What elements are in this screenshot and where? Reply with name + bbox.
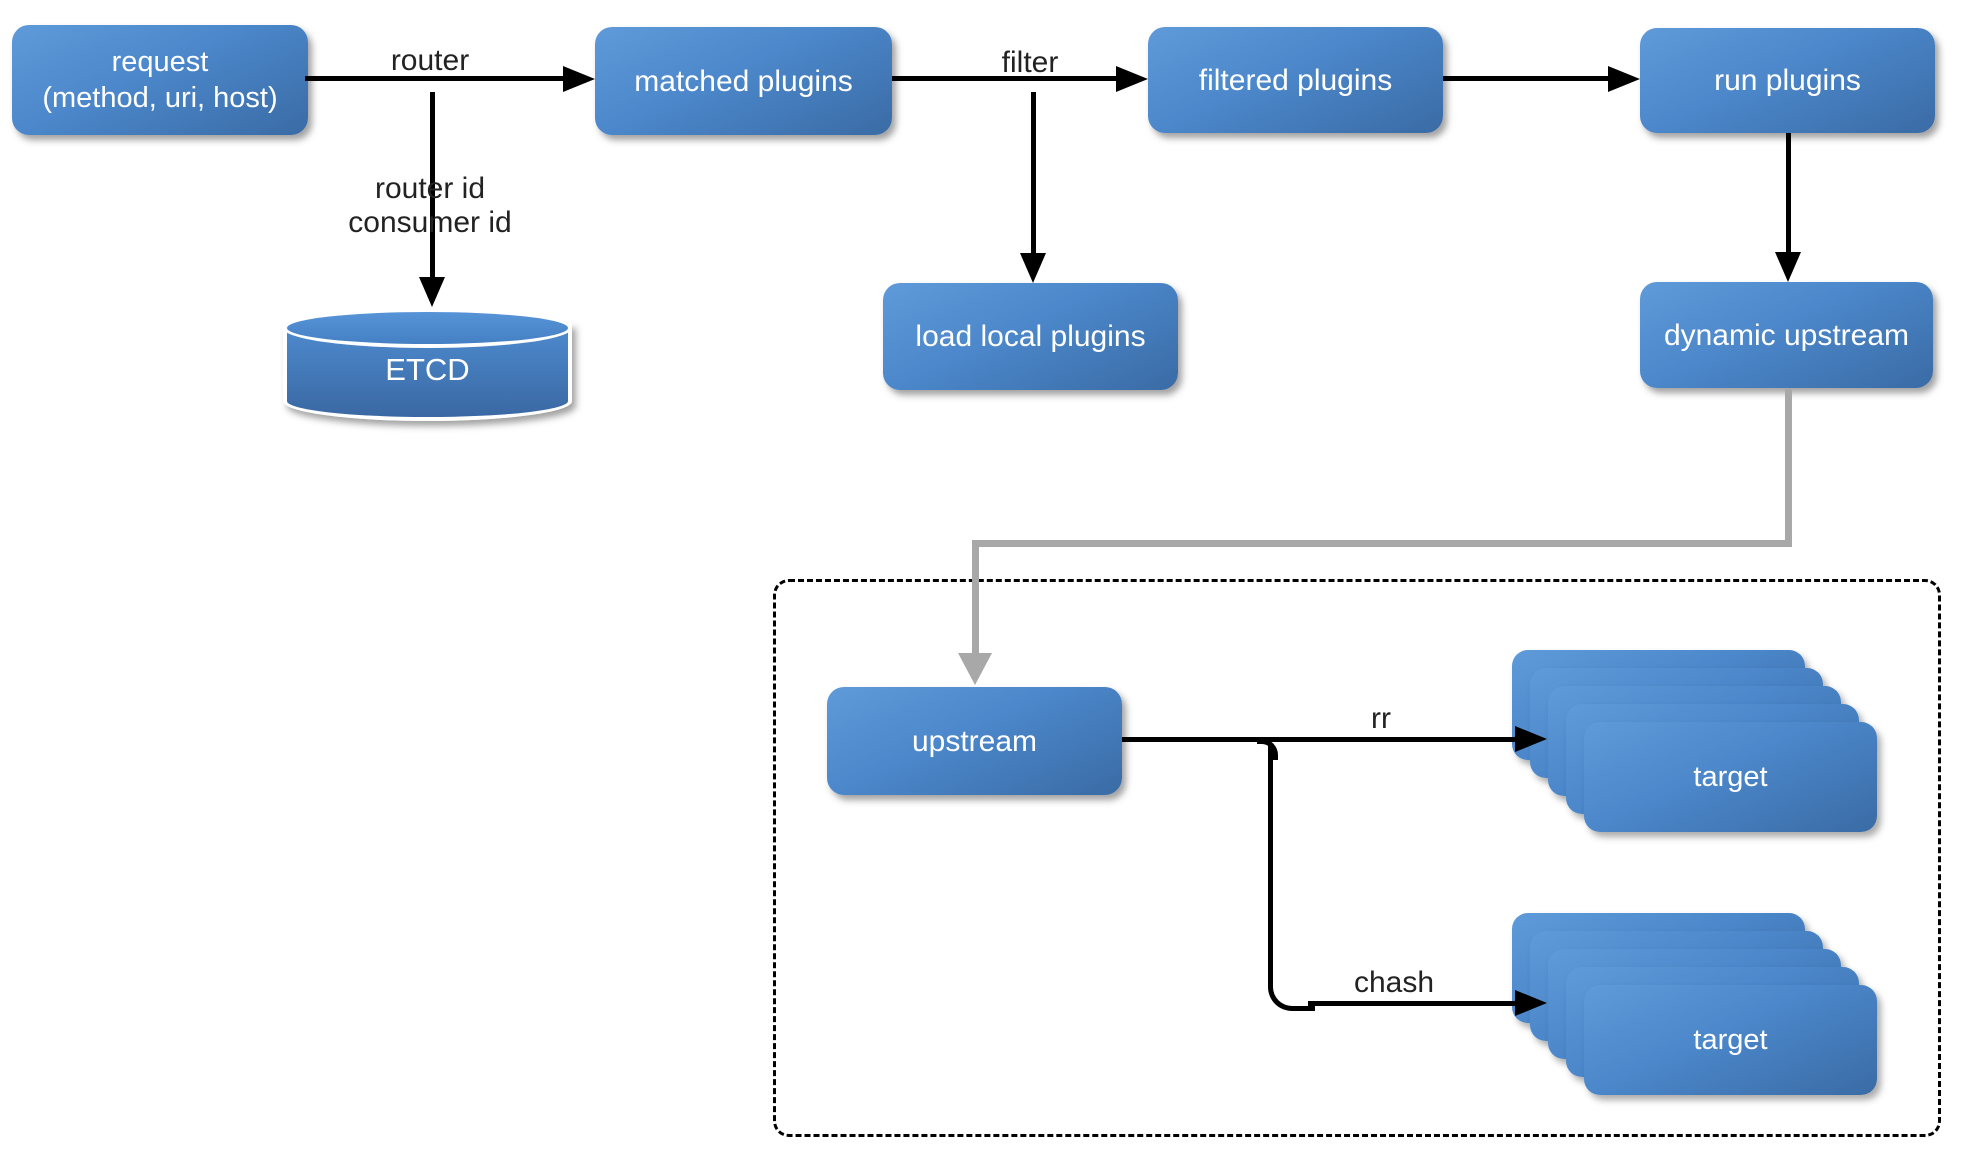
edge-filtered-run-arrowhead (1608, 66, 1640, 92)
edge-label-router: router (390, 44, 470, 77)
edge-run-dynamic-line (1786, 133, 1791, 252)
edge-label-chash: chash (1353, 966, 1435, 999)
edge-run-dynamic-arrowhead (1775, 252, 1801, 282)
edge-filtered-run-line (1443, 76, 1608, 81)
edge-label-rr: rr (1371, 702, 1391, 735)
edge-label-consumer-id: consumer id (348, 206, 512, 239)
etcd-cylinder-top (283, 308, 572, 348)
edge-label-router-id: router id (374, 172, 486, 205)
target-stack-rr: target (1512, 650, 1877, 832)
node-dynamic-upstream: dynamic upstream (1640, 282, 1933, 388)
edge-upstream-rr-line (1122, 737, 1515, 742)
node-filtered-plugins: filtered plugins (1148, 27, 1443, 133)
node-request-label-line1: request (111, 46, 209, 78)
node-dynamic-upstream-label: dynamic upstream (1663, 318, 1910, 352)
node-request-label-line2: (method, uri, host) (42, 82, 278, 114)
edge-label-router-id-consumer-id: router id consumer id (348, 172, 511, 240)
node-load-local-plugins: load local plugins (883, 283, 1178, 390)
edge-dynamic-upstream-gray-v2 (972, 547, 979, 655)
node-target-chash-label: target (1693, 1023, 1768, 1056)
target-stack-chash: target (1512, 913, 1877, 1095)
edge-upstream-rr-arrowhead (1515, 726, 1547, 752)
node-request: request (method, uri, host) (12, 25, 308, 135)
edge-request-matched-arrowhead (563, 66, 595, 92)
node-upstream-label: upstream (911, 724, 1038, 758)
node-run-plugins-label: run plugins (1714, 64, 1861, 97)
edge-router-etcd-line (430, 92, 435, 277)
node-matched-plugins-label: matched plugins (634, 64, 853, 98)
edge-dynamic-upstream-gray-arrowhead (958, 653, 992, 685)
node-etcd-label: ETCD (385, 352, 470, 387)
edge-router-etcd-arrowhead (419, 277, 445, 307)
edge-request-matched-line (305, 76, 563, 81)
edge-dynamic-upstream-gray-v1 (1785, 388, 1792, 547)
node-matched-plugins: matched plugins (595, 27, 892, 135)
node-target-rr-label: target (1693, 760, 1768, 793)
edge-filter-loadlocal-line (1031, 92, 1036, 254)
edge-upstream-chash-arrowhead (1515, 990, 1547, 1016)
node-upstream: upstream (827, 687, 1122, 795)
edge-upstream-chash-line (1308, 1001, 1515, 1006)
node-etcd: ETCD (283, 308, 572, 421)
target-card-front: target (1584, 722, 1877, 832)
node-filtered-plugins-label: filtered plugins (1198, 63, 1393, 97)
node-run-plugins: run plugins (1640, 28, 1935, 133)
node-load-local-plugins-label: load local plugins (915, 320, 1146, 353)
edge-dynamic-upstream-gray-h (972, 540, 1792, 547)
edge-matched-filtered-arrowhead (1116, 66, 1148, 92)
edge-label-filter: filter (1001, 46, 1059, 79)
target-card-front: target (1584, 985, 1877, 1095)
edge-upstream-chash-elbow (1268, 744, 1315, 1011)
edge-filter-loadlocal-arrowhead (1020, 253, 1046, 283)
upstream-group-container (773, 579, 1941, 1137)
edge-matched-filtered-line (892, 76, 1116, 81)
